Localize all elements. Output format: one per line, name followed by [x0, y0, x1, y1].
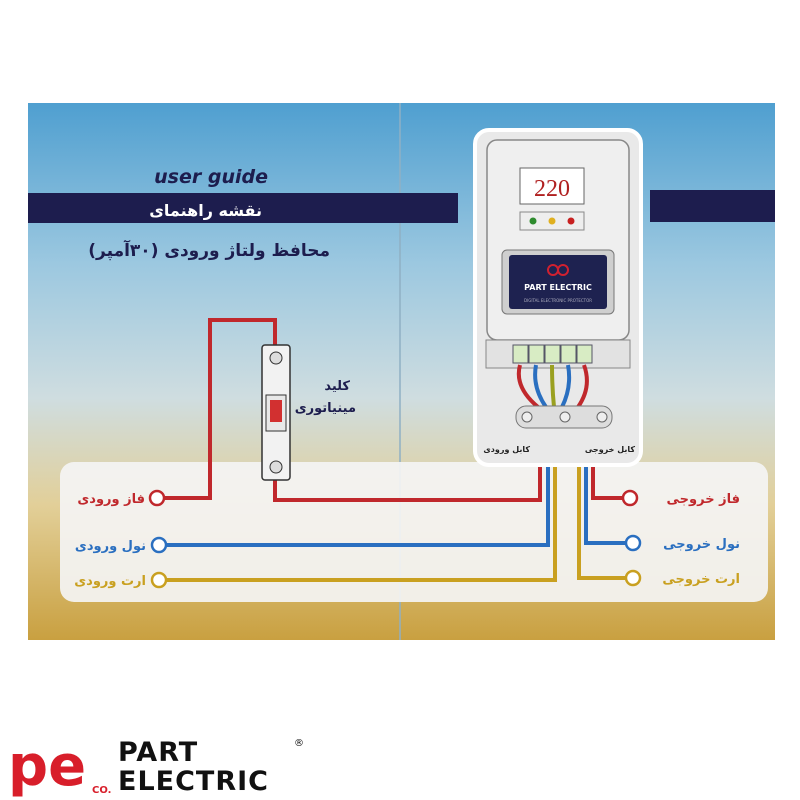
device-brand: PART ELECTRIC	[524, 283, 592, 292]
terminal-neutral-out: نول خروجی	[624, 534, 740, 552]
terminal-earth-out: ارت خروجی	[624, 569, 740, 587]
terminal-earth-in: ارت ورودی	[74, 571, 168, 589]
label-earth-out: ارت خروجی	[662, 572, 740, 587]
label-earth-in: ارت ورودی	[74, 574, 146, 589]
title-band	[28, 193, 458, 223]
breaker-label-2: مینیاتوری	[295, 401, 356, 416]
registered-mark: ®	[294, 738, 304, 749]
wire-phase-in	[273, 445, 542, 502]
part-electric-logo-mark: pe CO.	[8, 734, 111, 799]
output-cable-label: کابل خروجی	[585, 445, 636, 454]
wire-earth-in	[166, 445, 557, 582]
voltage-protector-device	[473, 128, 643, 467]
terminal-phase-in: فاز ورودی	[77, 489, 166, 507]
logo-line-2: ELECTRIC	[118, 766, 269, 797]
logo-mark: pe	[8, 734, 86, 799]
device-brand-sub: DIGITAL ELECTRONIC PROTECTOR	[524, 298, 592, 303]
miniature-breaker	[261, 344, 291, 481]
input-cable-label: کابل ورودی	[483, 445, 530, 454]
title-fa: نقشه راهنمای	[149, 201, 262, 220]
terminal-phase-out: فاز خروجی	[621, 489, 740, 507]
wire-neutral-out	[584, 445, 626, 545]
wire-phase-in-top	[163, 318, 277, 500]
logo-line-1: PART	[118, 737, 199, 768]
led-red-icon	[567, 217, 575, 225]
subtitle: محافظ ولتاژ ورودی (۳۰آمپر)	[88, 239, 330, 261]
wire-neutral-in	[166, 445, 550, 547]
title-band-right	[650, 190, 775, 222]
title-en: user guide	[154, 166, 268, 188]
wire-earth-out	[577, 445, 626, 580]
voltage-display: 220	[534, 176, 570, 202]
label-neutral-out: نول خروجی	[663, 537, 740, 552]
label-phase-in: فاز ورودی	[77, 492, 145, 507]
device-logo-mark-icon	[547, 264, 569, 276]
logo-co: CO.	[92, 785, 111, 796]
label-phase-out: فاز خروجی	[667, 492, 740, 507]
led-green-icon	[529, 217, 537, 225]
label-neutral-in: نول ورودی	[75, 539, 146, 554]
terminal-neutral-in: نول ورودی	[75, 536, 168, 554]
footer-logo-text: PART ELECTRIC	[118, 738, 269, 796]
breaker-label-1: کلید	[324, 379, 350, 394]
led-yellow-icon	[548, 217, 556, 225]
